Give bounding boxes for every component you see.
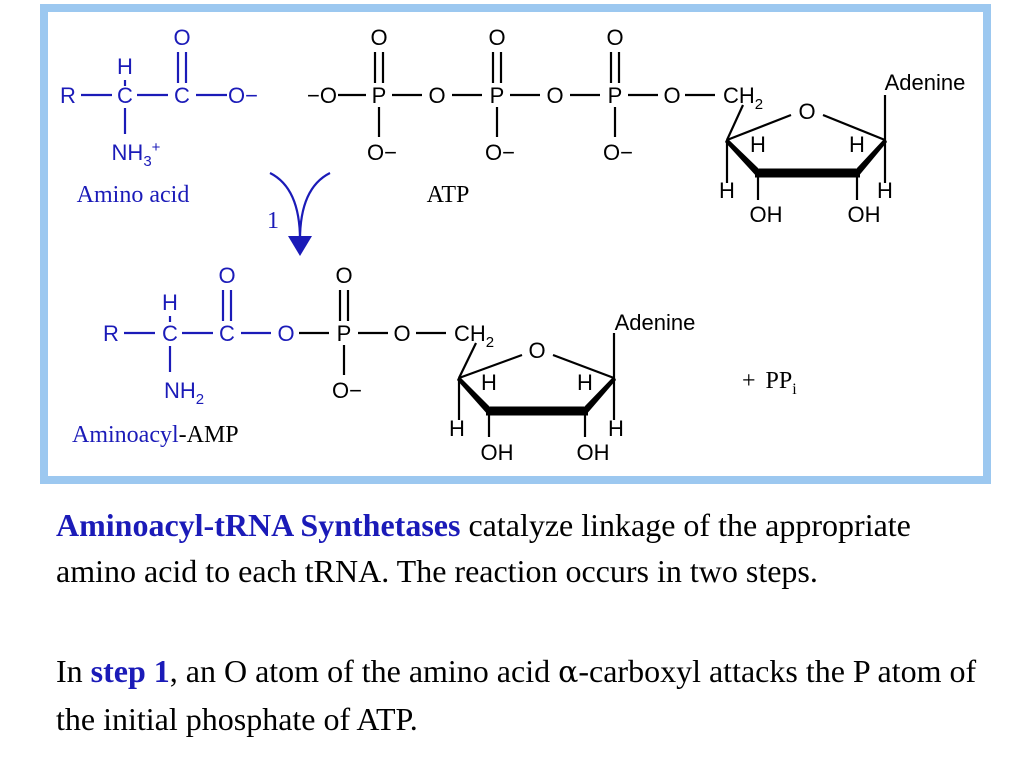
atom-o-bridge: O <box>428 83 445 108</box>
atom-r: R <box>103 321 119 346</box>
atom-o-ester: O <box>663 83 680 108</box>
atom-o: O <box>488 25 505 50</box>
paragraph-2-rest: -carboxyl attacks the P atom of the init… <box>56 653 977 737</box>
atom-o-minus: O− <box>485 140 515 165</box>
atom-acyl-carbon: C <box>219 321 235 346</box>
description-paragraph-2: In step 1, an O atom of the amino acid α… <box>56 648 996 742</box>
atom-carboxyl-carbon: C <box>174 83 190 108</box>
atom-h: H <box>577 370 593 395</box>
amino-group: NH2 <box>164 378 204 408</box>
atom-h: H <box>750 132 766 157</box>
atom-o-minus: O− <box>603 140 633 165</box>
atom-o-minus: O− <box>332 378 362 403</box>
aminoacyl-amp-label: Aminoacyl-AMP <box>72 422 239 448</box>
atom-carboxylate-o: O− <box>228 83 258 108</box>
atp-terminal-o: −O <box>307 83 337 108</box>
atom-o-ester: O <box>393 321 410 346</box>
atom-carbonyl-o: O <box>173 25 190 50</box>
reaction-diagram: R C C H O O− NH3+ Amino acid <box>40 4 991 484</box>
step-number-label: 1 <box>267 208 279 234</box>
atom-p-gamma: P <box>372 83 387 108</box>
atp-ch2: CH2 <box>723 83 763 113</box>
atom-h: H <box>877 178 893 203</box>
atom-carbonyl-o: O <box>218 263 235 288</box>
amino-acid-label: Amino acid <box>77 182 190 208</box>
atom-alpha-carbon: C <box>117 83 133 108</box>
amp-oh-3prime: OH <box>577 440 610 465</box>
amino-group: NH3+ <box>112 139 161 170</box>
enzyme-term: Aminoacyl-tRNA Synthetases <box>56 507 461 543</box>
atom-p-beta: P <box>490 83 505 108</box>
atom-h: H <box>449 416 465 441</box>
reaction-arrow: 1 <box>267 172 331 256</box>
paragraph-2-mid: , an O atom of the amino acid <box>169 653 559 689</box>
step-1-term: step 1 <box>90 653 170 689</box>
atom-o: O <box>606 25 623 50</box>
atom-o: O <box>370 25 387 50</box>
ribose-ring-o: O <box>798 99 815 124</box>
atom-o-bridge: O <box>546 83 563 108</box>
plus-pyrophosphate: +PPi <box>742 368 797 398</box>
amp-adenine: Adenine <box>615 310 696 335</box>
atp-oh-3prime: OH <box>848 202 881 227</box>
atom-o: O <box>335 263 352 288</box>
alpha-symbol: α <box>558 655 579 690</box>
atom-p-alpha: P <box>608 83 623 108</box>
atom-r: R <box>60 83 76 108</box>
paragraph-1-text: catalyze linkage of the appropriate amin… <box>56 507 911 589</box>
amp-ch2: CH2 <box>454 321 494 351</box>
amino-acid-structure: R C C H O O− NH3+ <box>60 25 258 170</box>
aminoacyl-amp-structure: R C C H O O NH2 P <box>103 263 695 465</box>
atom-alpha-carbon: C <box>162 321 178 346</box>
atom-h: H <box>117 54 133 79</box>
paragraph-2-prefix: In <box>56 653 91 689</box>
atp-label: ATP <box>427 182 470 208</box>
ribose-ring-o: O <box>528 338 545 363</box>
atp-adenine: Adenine <box>885 70 966 95</box>
atom-h: H <box>481 370 497 395</box>
atom-h: H <box>162 290 178 315</box>
diagram-frame <box>40 4 991 484</box>
amp-oh-2prime: OH <box>481 440 514 465</box>
atp-structure: −O P O P O P O O O O O− O− O− CH2 O Aden… <box>307 25 965 227</box>
atom-h: H <box>719 178 735 203</box>
atom-o-minus: O− <box>367 140 397 165</box>
atom-o-anhydride: O <box>277 321 294 346</box>
atom-p: P <box>337 321 352 346</box>
atp-oh-2prime: OH <box>750 202 783 227</box>
atom-h: H <box>608 416 624 441</box>
description-paragraph-1: Aminoacyl-tRNA Synthetases catalyze link… <box>56 502 996 594</box>
atom-h: H <box>849 132 865 157</box>
